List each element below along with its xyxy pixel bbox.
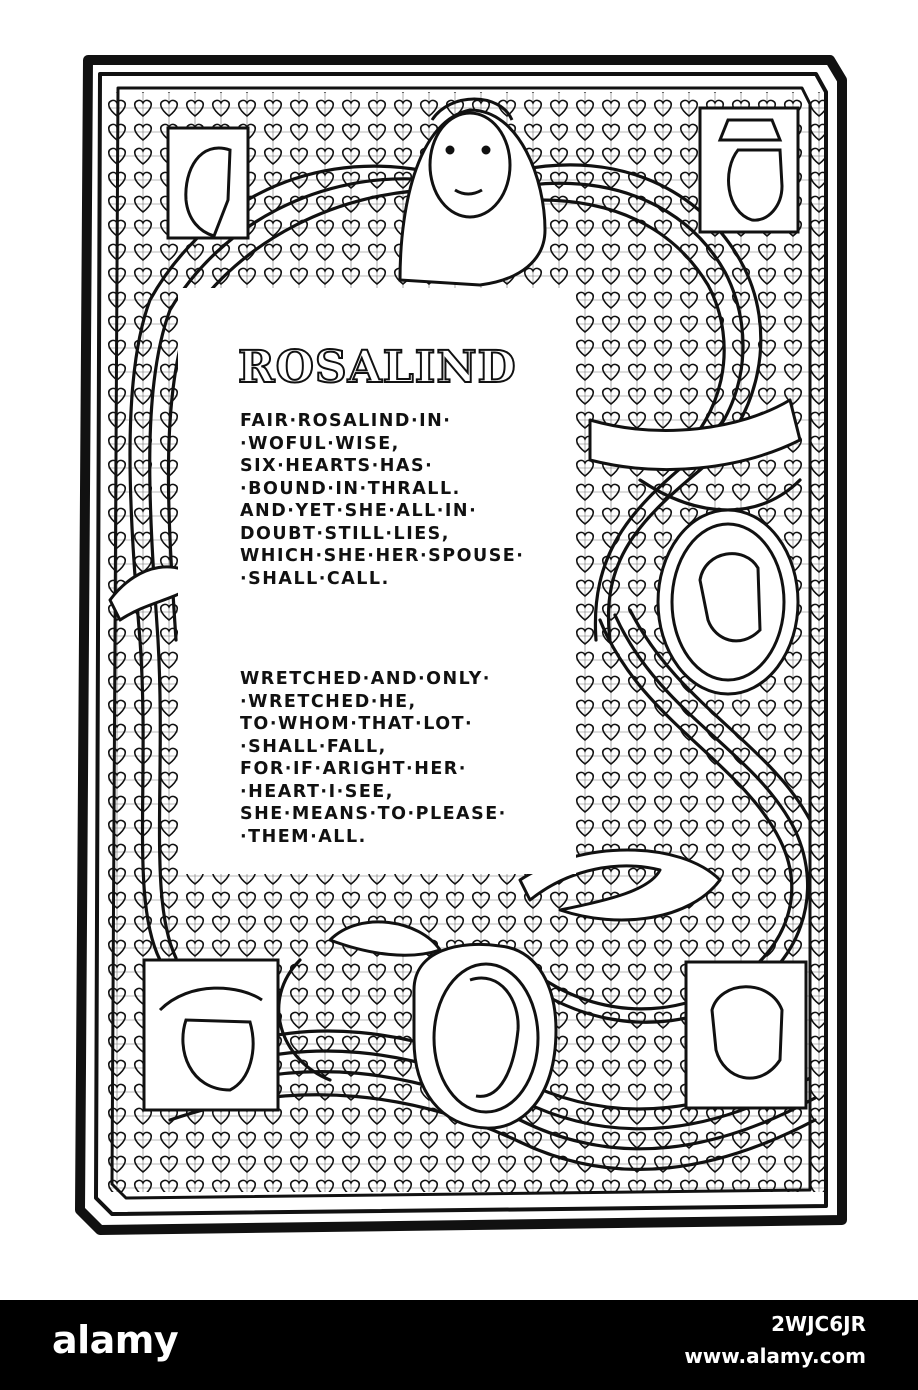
poem-line: ·WOFUL·WISE, (240, 433, 400, 454)
poem-line: FAIR·ROSALIND·IN· (240, 411, 452, 431)
poem-stanza-2: WRETCHED·AND·ONLY· ·WRETCHED·HE, TO·WHOM… (240, 668, 507, 848)
poem-line: AND·YET·SHE·ALL·IN· (240, 501, 478, 521)
poem-line: ·BOUND·IN·THRALL. (240, 478, 461, 499)
profile-man-portrait (166, 126, 250, 240)
hatted-man-portrait (142, 958, 280, 1112)
poem-line: FOR·IF·ARIGHT·HER· (240, 759, 467, 779)
cameo-portrait (656, 508, 800, 696)
poem-line: DOUBT·STILL·LIES, (240, 523, 450, 544)
poem-line: TO·WHOM·THAT·LOT· (240, 714, 474, 734)
art-nouveau-border (75, 55, 847, 1235)
poem-line: SHE·MEANS·TO·PLEASE· (240, 804, 507, 824)
poem-panel (178, 288, 576, 874)
helmeted-man-portrait (684, 960, 808, 1110)
queen-portrait (698, 106, 800, 234)
image-id: 2WJC6JR (771, 1312, 866, 1336)
poem-line: SIX·HEARTS·HAS· (240, 456, 434, 476)
poem-line: WHICH·SHE·HER·SPOUSE· (240, 546, 525, 566)
poem-line: ·HEART·I·SEE, (240, 781, 394, 802)
poem-line: WRETCHED·AND·ONLY· (240, 669, 491, 689)
poem-line: ·SHALL·CALL. (240, 568, 390, 589)
crowned-woman-portrait (398, 97, 547, 287)
poem-line: ·WRETCHED·HE, (240, 691, 417, 712)
poem-stanza-1: FAIR·ROSALIND·IN· ·WOFUL·WISE, SIX·HEART… (240, 410, 524, 590)
poem-line: ·THEM·ALL. (240, 826, 367, 847)
poem-title: ROSALIND (237, 341, 517, 394)
bearded-man-cameo (412, 942, 558, 1130)
alamy-logo: alamy (52, 1318, 179, 1362)
watermark-bar: alamy 2WJC6JR www.alamy.com (0, 1300, 918, 1390)
poem-line: ·SHALL·FALL, (240, 736, 387, 757)
site-url: www.alamy.com (684, 1344, 866, 1368)
